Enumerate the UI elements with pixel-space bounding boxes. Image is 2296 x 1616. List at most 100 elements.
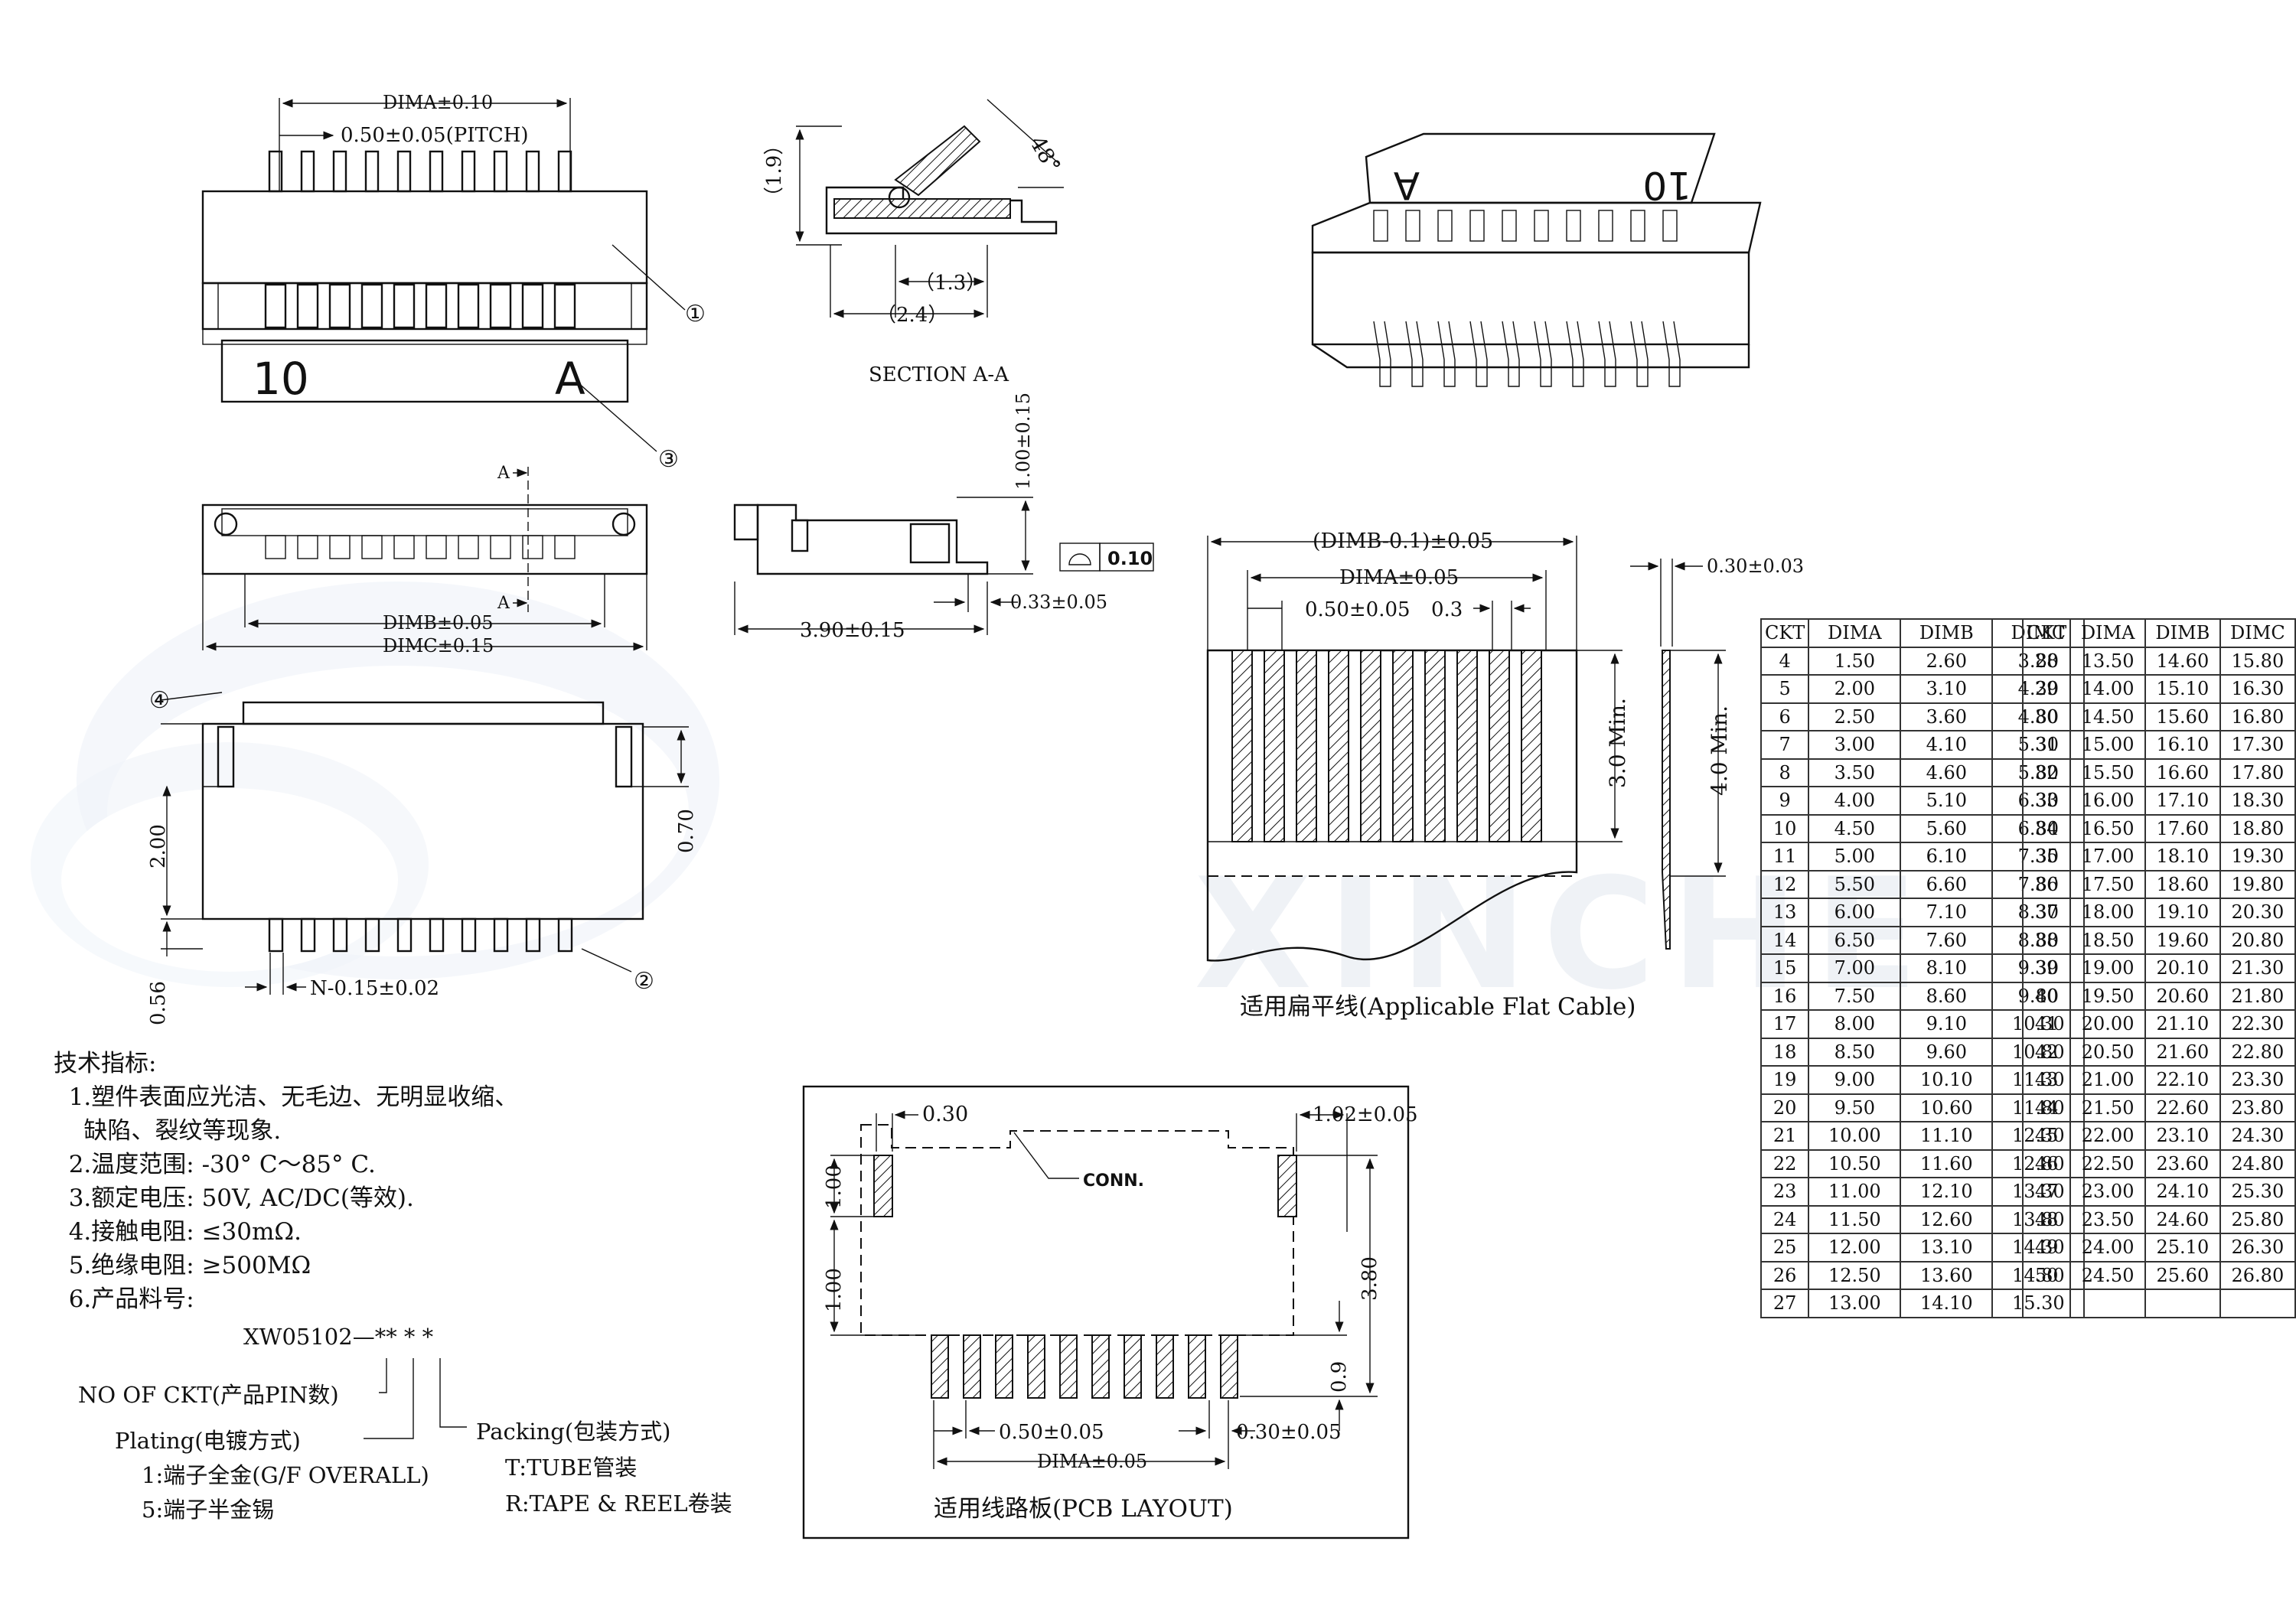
table-cell: 15.80	[2219, 646, 2296, 676]
pin-contact	[553, 283, 576, 329]
pin-lead	[429, 150, 444, 193]
pcb-conn-label: CONN.	[1083, 1171, 1144, 1191]
pin-front	[490, 535, 511, 559]
table-cell: 4.00	[1808, 786, 1902, 816]
table-cell: 7	[1760, 730, 1810, 760]
table-cell: 17.50	[2069, 869, 2146, 899]
iso-pin-top	[1373, 210, 1388, 242]
table-cell	[2069, 1289, 2146, 1318]
table-cell: 26.30	[2219, 1233, 2296, 1262]
table-cell: 44	[2021, 1093, 2072, 1122]
table-cell: 14.00	[2069, 674, 2146, 704]
packing-t: T:TUBE管装	[505, 1455, 638, 1481]
cable-conductor	[1521, 650, 1542, 842]
iso-pin-top	[1534, 210, 1549, 242]
pin-front	[393, 535, 415, 559]
dim-0-56: 0.56	[147, 981, 170, 1025]
pcb-dim-pitch: 0.50±0.05	[999, 1421, 1104, 1444]
table-cell: 5.60	[1900, 813, 1994, 843]
table-cell: 14.50	[2069, 702, 2146, 731]
tech-line-4: 4.接触电阻: ≤30mΩ.	[54, 1218, 302, 1246]
table-cell: 18.00	[2069, 898, 2146, 927]
table-cell: 12	[1760, 869, 1810, 899]
callout-2: ②	[634, 968, 654, 995]
table-cell: 23.60	[2144, 1148, 2221, 1178]
table-cell: 15	[1760, 953, 1810, 983]
iso-pin-top	[1502, 210, 1517, 242]
col-dima: DIMA	[2069, 618, 2146, 648]
callout-1: ①	[685, 301, 706, 327]
table-cell: 8.60	[1900, 981, 1994, 1011]
table-header-row: CKT DIMA DIMB DIMC	[2021, 618, 2296, 648]
iso-pin-lead	[1598, 321, 1616, 387]
table-cell: 10.10	[1900, 1065, 1994, 1095]
dim-1-9: （1.9）	[763, 135, 786, 207]
iso-pin-lead	[1502, 321, 1520, 387]
table-cell: 5.10	[1900, 786, 1994, 816]
pin-tail	[300, 917, 316, 953]
col-dimc: DIMC	[2219, 618, 2296, 648]
front-view: A A DIMB±0.05 DIMC±0.15	[201, 464, 648, 656]
table-cell: 6.60	[1900, 869, 1994, 899]
part-number-leaders	[364, 1358, 467, 1439]
pin-front	[458, 535, 479, 559]
col-dima: DIMA	[1808, 618, 1902, 648]
table-cell: 41	[2021, 1009, 2072, 1039]
pin-tail	[268, 917, 284, 953]
dim-pitch-top: 0.50±0.05(PITCH)	[341, 124, 529, 147]
pin-lead	[557, 150, 572, 193]
pcb-dim-1-00-a: 1.00	[823, 1165, 846, 1209]
pin-lead	[461, 150, 476, 193]
cable-conductor	[1392, 650, 1414, 842]
table-cell: 25.30	[2219, 1177, 2296, 1207]
table-cell: 48	[2021, 1204, 2072, 1234]
pin-front	[265, 535, 286, 559]
table-cell: 17.30	[2219, 730, 2296, 760]
table-row	[2021, 1289, 2296, 1318]
table-cell: 11	[1760, 842, 1810, 872]
tech-line-5: 5.绝缘电阻: ≥500MΩ	[54, 1252, 311, 1279]
table-cell: 30	[2021, 702, 2072, 731]
table-cell: 15.00	[2069, 730, 2146, 760]
table-cell: 21	[1760, 1121, 1810, 1151]
table-cell: 4.10	[1900, 730, 1994, 760]
table-cell: 16.60	[2144, 758, 2221, 787]
table-cell: 25.60	[2144, 1260, 2221, 1290]
iso-pin-top	[1598, 210, 1613, 242]
table-cell: 22	[1760, 1148, 1810, 1178]
pcb-pad	[1188, 1334, 1206, 1399]
table-cell: 22.30	[2219, 1009, 2296, 1039]
pin-contact	[521, 283, 544, 329]
cable-conductor	[1231, 650, 1253, 842]
table-cell: 31	[2021, 730, 2072, 760]
cable-thickness: 0.30±0.03	[1707, 556, 1804, 577]
table-cell: 6.50	[1808, 925, 1902, 955]
section-mark-a-bottom: A	[497, 594, 510, 613]
pin-tail	[493, 917, 509, 953]
table-cell: 20.60	[2144, 981, 2221, 1011]
table-cell: 28	[2021, 646, 2072, 676]
table-cell: 10.00	[1808, 1121, 1902, 1151]
table-cell: 2.60	[1900, 646, 1994, 676]
iso-label-a: A	[1394, 163, 1420, 207]
table-cell: 27	[1760, 1289, 1810, 1318]
ckt-label: NO OF CKT(产品PIN数)	[78, 1382, 339, 1408]
table-cell: 19.60	[2144, 925, 2221, 955]
pin-mark-10: 10	[253, 353, 309, 405]
table-cell: 20.80	[2219, 925, 2296, 955]
pin-contact	[457, 283, 480, 329]
table-cell: 9.50	[1808, 1093, 1902, 1122]
iso-pin-top	[1630, 210, 1645, 242]
packing-r: R:TAPE & REEL卷装	[505, 1491, 732, 1517]
table-cell	[2144, 1289, 2221, 1318]
